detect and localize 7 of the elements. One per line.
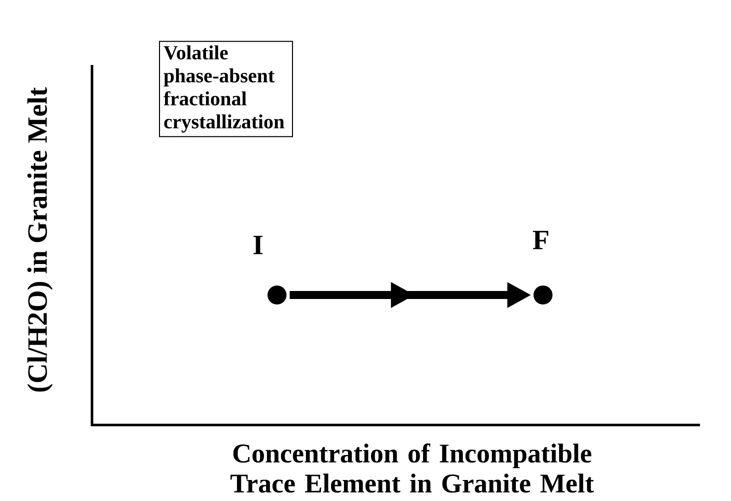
axis-label: (Cl/H2O) in Granite Melt (27, 87, 53, 392)
data-point (268, 286, 286, 304)
data-point (534, 286, 552, 304)
point-label: F (532, 230, 548, 250)
text-box: Volatile phase-absent fractional crystallization (159, 40, 293, 138)
axis-label: Concentration of Incompatible Trace Element in Granite Melt (230, 443, 594, 493)
point-label: I (254, 236, 263, 254)
